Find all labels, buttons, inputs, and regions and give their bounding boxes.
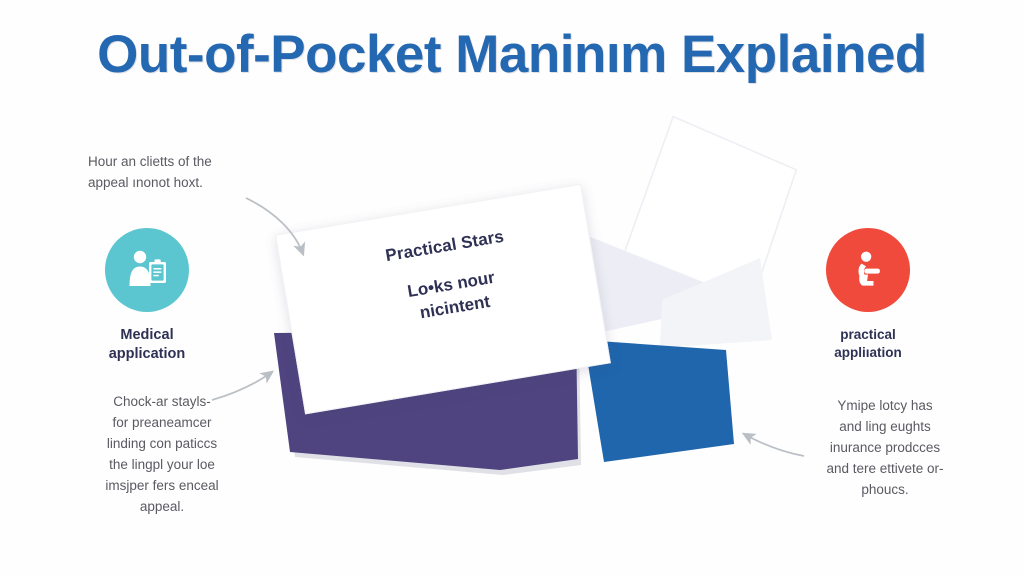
badge-circle-practical[interactable] [826,228,910,312]
note-bottom-left-line5: imsjper fers enceal [105,477,219,493]
note-top-left: Hour an clietts of the appeal ınonot hox… [88,152,288,194]
note-bottom-right-line2: and ling eughts [839,418,931,434]
badge-label-medical-line1: Medical [120,327,174,343]
note-bottom-right-line3: inurance prodcces [829,439,941,455]
badge-label-practical-line1: practical [840,327,896,342]
note-bottom-left: Chock-ar stayls- for preaneamcer linding… [68,392,256,518]
outline-card-shape [609,115,798,336]
note-bottom-left-line6: appeal. [139,498,185,514]
note-bottom-right-line4: and tere ettivete or- [826,460,944,476]
note-bottom-left-line1: Chock-ar stayls- [113,394,211,409]
person-clipboard-icon [129,250,166,286]
note-bottom-right-line5: phoucs. [861,481,909,497]
note-bottom-left-line3: linding con paticcs [106,435,218,451]
badge-label-medical-line2: application [108,346,186,363]
badge-label-practical-line2: appliıation [834,344,902,360]
note-top-left-line1: Hour an clietts of the [88,154,212,169]
seated-person-icon [858,251,880,286]
wedge-shape-2 [660,258,772,348]
note-bottom-right: Ymipe lotcy has and ling eughts inurance… [790,396,980,501]
note-bottom-left-line2: for preaneamcer [112,414,212,430]
badge-practical-application[interactable]: practical appliıation [783,228,953,362]
badge-label-practical: practical appliıation [783,326,953,362]
note-bottom-right-line1: Ymipe lotcy has [837,398,933,413]
page-title: Out-of-Pocket Maninım Explained [97,25,927,84]
note-top-left-line2: appeal ınonot hoxt. [88,174,203,190]
note-bottom-left-line4: the lingpl your loe [109,456,215,472]
badge-medical-application[interactable]: Medical application [62,228,232,364]
badge-label-medical: Medical application [62,326,232,364]
badge-circle-medical[interactable] [105,228,189,312]
